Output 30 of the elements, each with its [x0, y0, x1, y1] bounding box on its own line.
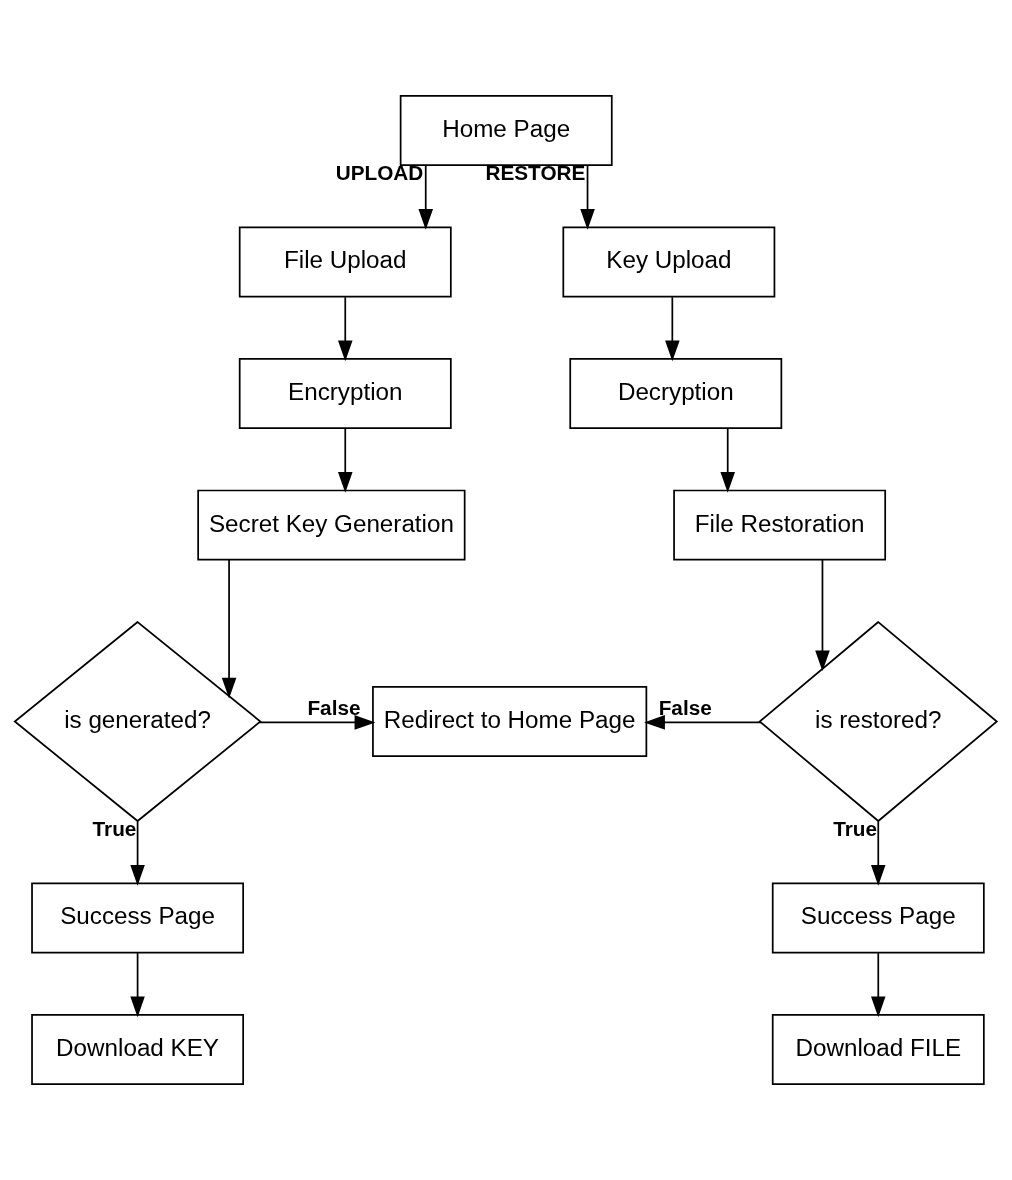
- node-box: Decryption: [569, 358, 783, 430]
- arrow: [871, 952, 886, 1018]
- arrow: [418, 164, 433, 230]
- arrow: [665, 296, 680, 362]
- arrow: [580, 164, 595, 230]
- arrow: [258, 715, 376, 730]
- arrow: [130, 952, 145, 1018]
- node-diamond: is generated?: [13, 620, 262, 823]
- arrow: [644, 715, 762, 730]
- node-box: Success Page: [771, 882, 985, 954]
- edge-label: False: [307, 695, 361, 719]
- arrow: [338, 296, 353, 362]
- arrow: [338, 427, 353, 493]
- arrow: [130, 820, 145, 886]
- node-box: Home Page: [399, 95, 613, 166]
- node-diamond: is restored?: [758, 620, 999, 823]
- node-box: Download FILE: [771, 1014, 985, 1085]
- node-box: File Upload: [238, 226, 452, 298]
- node-box: Encryption: [238, 358, 452, 430]
- node-box: Key Upload: [562, 226, 776, 298]
- arrow: [815, 558, 830, 672]
- node-box: File Restoration: [673, 489, 887, 561]
- arrow: [871, 820, 886, 886]
- arrow: [720, 427, 735, 493]
- arrow: [221, 558, 237, 699]
- edge-label: False: [658, 695, 712, 719]
- node-box: Redirect to Home Page: [372, 686, 648, 757]
- node-box: Success Page: [31, 882, 244, 954]
- node-box: Download KEY: [31, 1014, 244, 1085]
- node-box: Secret Key Generation: [197, 489, 466, 561]
